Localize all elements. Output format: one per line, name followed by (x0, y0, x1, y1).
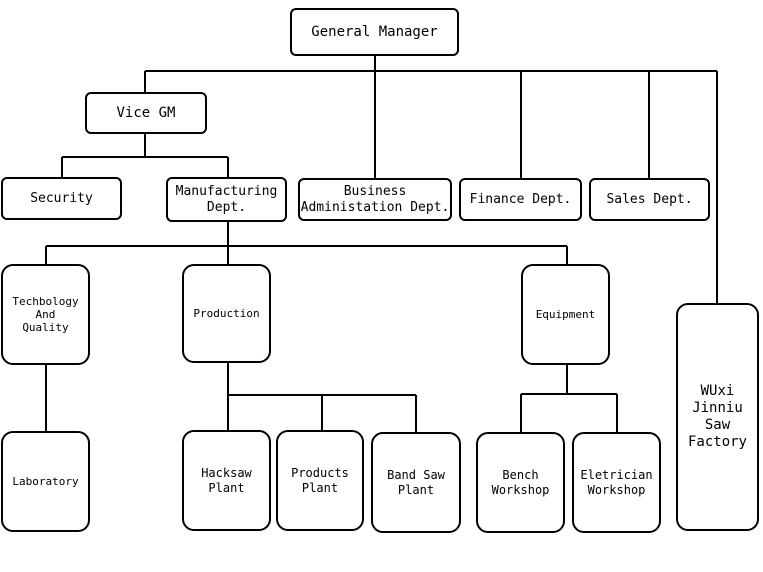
equipment-box: Equipment (521, 264, 610, 365)
manufacturing-dept-box: Manufacturing Dept. (166, 177, 287, 222)
finance-dept-box: Finance Dept. (459, 178, 582, 221)
bench-workshop-box: Bench Workshop (476, 432, 565, 533)
band-saw-plant-box: Band Saw Plant (371, 432, 461, 533)
wuxi-jinniu-saw-factory-box: WUxi Jinniu Saw Factory (676, 303, 759, 531)
business-administration-dept-box: Business Administation Dept. (298, 178, 452, 221)
security-box: Security (1, 177, 122, 220)
hacksaw-plant-box: Hacksaw Plant (182, 430, 271, 531)
eletrician-workshop-box: Eletrician Workshop (572, 432, 661, 533)
sales-dept-box: Sales Dept. (589, 178, 710, 221)
general-manager-box: General Manager (290, 8, 459, 56)
vice-gm-box: Vice GM (85, 92, 207, 134)
products-plant-box: Products Plant (276, 430, 364, 531)
laboratory-box: Laboratory (1, 431, 90, 532)
technology-and-quality-box: Techbology And Quality (1, 264, 90, 365)
production-box: Production (182, 264, 271, 363)
